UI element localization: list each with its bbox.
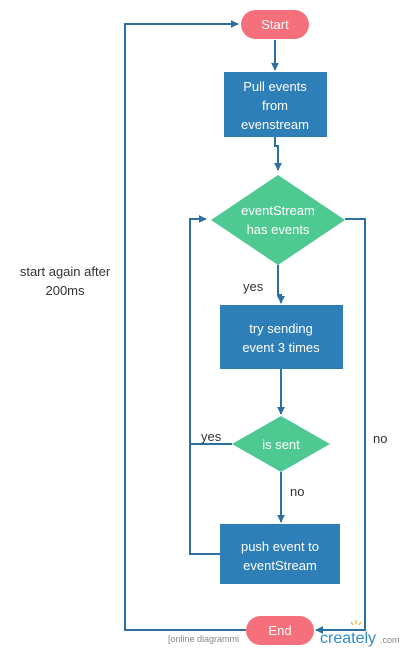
edge-decision-no-to-end [315, 218, 366, 634]
brand-prefix: cr [320, 630, 334, 647]
pull-events-line-2: from [262, 98, 288, 113]
no-label-has-events: no [373, 431, 387, 446]
edge-pull-to-decision [274, 137, 282, 171]
creately-logo: creately .com [320, 620, 400, 647]
push-event-process [220, 524, 340, 584]
end-label: End [268, 623, 291, 638]
pull-events-line-3: evenstream [241, 117, 309, 132]
yes-label-has-events: yes [243, 279, 264, 294]
has-events-line-2: has events [247, 222, 310, 237]
edge-end-restart-loop [124, 20, 246, 631]
brand-suffix: .com [380, 635, 400, 645]
try-sending-line-1: try sending [249, 321, 313, 336]
no-label-is-sent: no [290, 484, 304, 499]
yes-label-is-sent: yes [201, 429, 222, 444]
edge-issent-yes-loop [189, 215, 232, 445]
edge-decision-to-try [277, 265, 285, 304]
pull-events-line-1: Pull events [243, 79, 307, 94]
is-sent-label: is sent [262, 437, 300, 452]
start-terminal [241, 10, 309, 39]
loop-label-line-2: 200ms [45, 283, 85, 298]
push-event-line-2: eventStream [243, 558, 317, 573]
is-sent-decision [232, 416, 330, 472]
sun-icon [350, 620, 362, 626]
svg-text:creately: creately [320, 630, 376, 647]
loop-label-line-1: start again after [20, 264, 111, 279]
try-sending-process [220, 305, 343, 369]
push-event-line-1: push event to [241, 539, 319, 554]
end-terminal [246, 616, 314, 645]
try-sending-line-2: event 3 times [242, 340, 320, 355]
start-label: Start [261, 17, 289, 32]
has-events-line-1: eventStream [241, 203, 315, 218]
watermark-text: [online diagrammi [168, 634, 239, 644]
pull-events-process [224, 72, 327, 137]
edge-push-loop [189, 444, 220, 555]
brand-main: eately [333, 630, 376, 647]
has-events-decision [211, 175, 345, 265]
